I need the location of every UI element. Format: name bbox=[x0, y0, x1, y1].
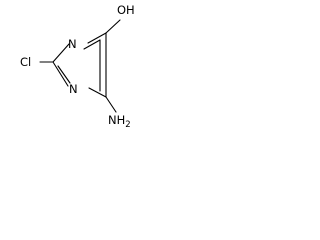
amino-label-main: NH bbox=[108, 113, 125, 127]
bond-c2-n1-double bbox=[57, 65, 71, 84]
nitrogen-label-upper: N bbox=[68, 37, 77, 51]
bond-n3-c2 bbox=[52, 43, 70, 63]
bond-c4-n3-double bbox=[83, 39, 101, 50]
bond-c4-oh bbox=[105, 19, 121, 34]
bond-c4-n3 bbox=[87, 32, 107, 44]
ring-bonds bbox=[52, 32, 107, 98]
bond-c2-n1 bbox=[52, 61, 69, 87]
substituent-bonds bbox=[39, 19, 121, 113]
amino-label: NH2 bbox=[108, 113, 131, 130]
molecule-structure: OH N N Cl NH2 bbox=[20, 3, 135, 130]
amino-label-subscript: 2 bbox=[125, 120, 130, 130]
nitrogen-label-lower: N bbox=[69, 82, 78, 96]
bond-c6-nh2 bbox=[105, 96, 117, 113]
hydroxyl-label: OH bbox=[117, 3, 135, 17]
bond-n1-c6 bbox=[88, 87, 107, 98]
chlorine-label: Cl bbox=[20, 55, 31, 69]
